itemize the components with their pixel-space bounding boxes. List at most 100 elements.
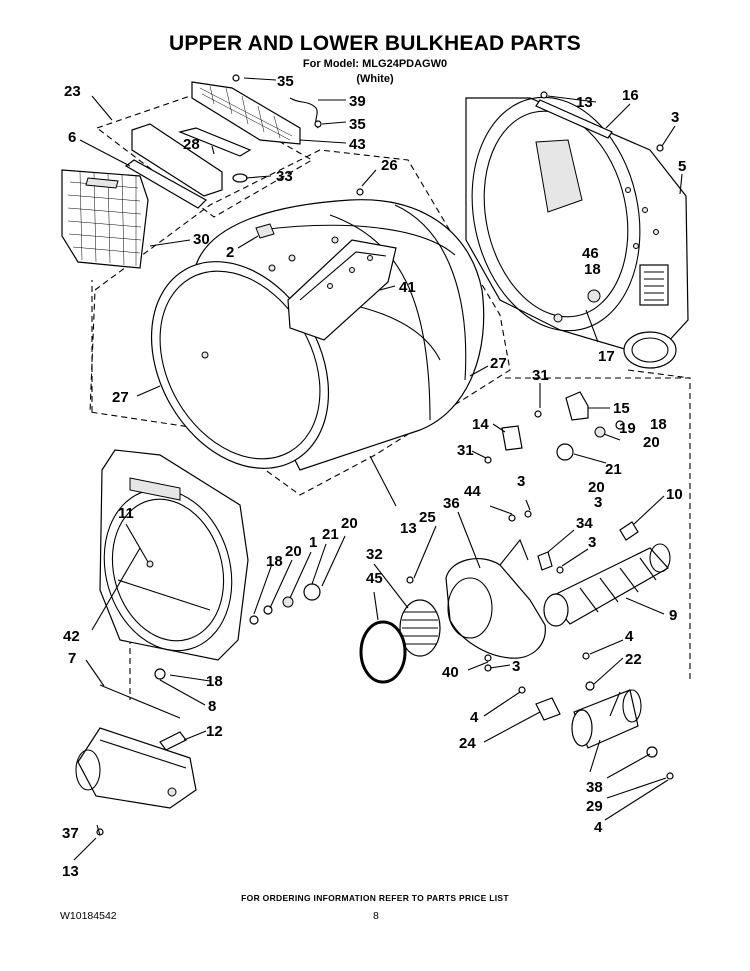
callout-1: 1 [309,534,317,551]
callout-labels: 35 39 35 43 23 6 28 33 26 30 2 41 27 27 … [62,73,686,880]
screw-31-top [534,410,542,418]
lint-housing-grille [191,81,301,145]
callout-22: 22 [625,651,642,668]
baffle-clip [255,223,275,239]
heater-bracket-part [535,697,561,721]
callout-24: 24 [459,735,476,752]
callout-3: 3 [671,109,679,126]
callout-44: 44 [464,483,481,500]
callout-6: 6 [68,129,76,146]
screw-13-blower [406,576,414,584]
callout-20: 20 [588,479,605,496]
thermistor-clip [537,551,553,571]
screw-35-top [232,74,240,82]
screw-44 [508,514,516,522]
idler-bracket [565,391,589,421]
screw-26 [356,188,364,196]
callout-18: 18 [206,673,223,690]
callout-28: 28 [183,136,200,153]
duct-clip [619,521,639,541]
washer-rear [615,420,625,430]
callout-10: 10 [666,486,683,503]
callout-38: 38 [586,779,603,796]
lower-air-duct-part [75,727,197,809]
callout-32: 32 [366,546,383,563]
dryer-drum-part [150,199,485,471]
callout-43: 43 [349,136,366,153]
callout-42: 42 [63,628,80,645]
callout-33: 33 [276,168,293,185]
rear-support-bracket [501,425,523,451]
heater-cylinder-part [571,689,642,749]
exhaust-duct-part [543,543,671,627]
callout-7: 7 [68,650,76,667]
screw-31-low [484,456,492,464]
callout-3: 3 [594,494,602,511]
callout-45: 45 [366,570,383,587]
callout-4: 4 [470,709,479,726]
callout-3: 3 [512,658,520,675]
callout-20: 20 [341,515,358,532]
callout-13: 13 [576,94,593,111]
drum-roller-rear [556,443,574,461]
callout-27: 27 [490,355,507,372]
color-line: (White) [356,73,394,85]
callout-35: 35 [349,116,366,133]
callout-4: 4 [625,628,634,645]
drum-roller-front [303,583,321,601]
screw-4-lower [666,772,674,780]
screw-4-bracket [518,686,526,694]
screw-40-blower [484,654,492,662]
page-number: 8 [373,910,379,922]
roller-shaft-front [282,596,294,608]
roller-shaft-rear [594,426,606,438]
callout-31: 31 [457,442,474,459]
rear-bulkhead-group-outline [505,369,691,680]
callout-15: 15 [613,400,630,417]
callout-4: 4 [594,819,603,836]
callout-17: 17 [598,348,615,365]
callout-36: 36 [443,495,460,512]
blower-wheel-part [399,599,441,657]
callout-41: 41 [399,279,416,296]
callout-2: 2 [226,244,234,261]
screw-3-lower [556,566,564,574]
document-number: W10184542 [60,910,117,922]
blower-seal-part [359,620,407,684]
callout-3: 3 [588,534,596,551]
callout-20: 20 [285,543,302,560]
thermostat-wire [289,97,319,129]
drum-baffle-part [287,239,397,341]
model-line: For Model: MLG24PDAGW0 [302,58,448,70]
callout-14: 14 [472,416,489,433]
callout-20: 20 [643,434,660,451]
front-bulkhead-part [99,449,249,661]
callout-29: 29 [586,798,603,815]
callout-21: 21 [322,526,339,543]
glide-pad [159,731,187,751]
callout-35: 35 [277,73,294,90]
callout-19: 19 [619,420,636,437]
lint-screen-part [61,169,149,269]
callout-46: 46 [582,245,599,262]
lint-housing-seal [124,159,207,209]
ordering-note: FOR ORDERING INFORMATION REFER TO PARTS … [241,893,509,903]
nut-front [154,668,166,680]
lint-switch-bracket [178,127,252,157]
callout-40: 40 [442,664,459,681]
callout-18: 18 [584,261,601,278]
callout-8: 8 [208,698,216,715]
page-title: UPPER AND LOWER BULKHEAD PARTS [168,32,581,55]
callout-3: 3 [517,473,525,490]
callout-37: 37 [62,825,79,842]
thermal-fuse-29 [646,746,658,758]
felt-strip [99,684,181,719]
spring-part [232,173,248,183]
callout-9: 9 [669,607,677,624]
callout-11: 11 [118,505,134,522]
washer-front-outer [249,615,259,625]
callout-16: 16 [622,87,639,104]
screw-35-mid [314,120,322,128]
clip-22 [585,681,595,691]
